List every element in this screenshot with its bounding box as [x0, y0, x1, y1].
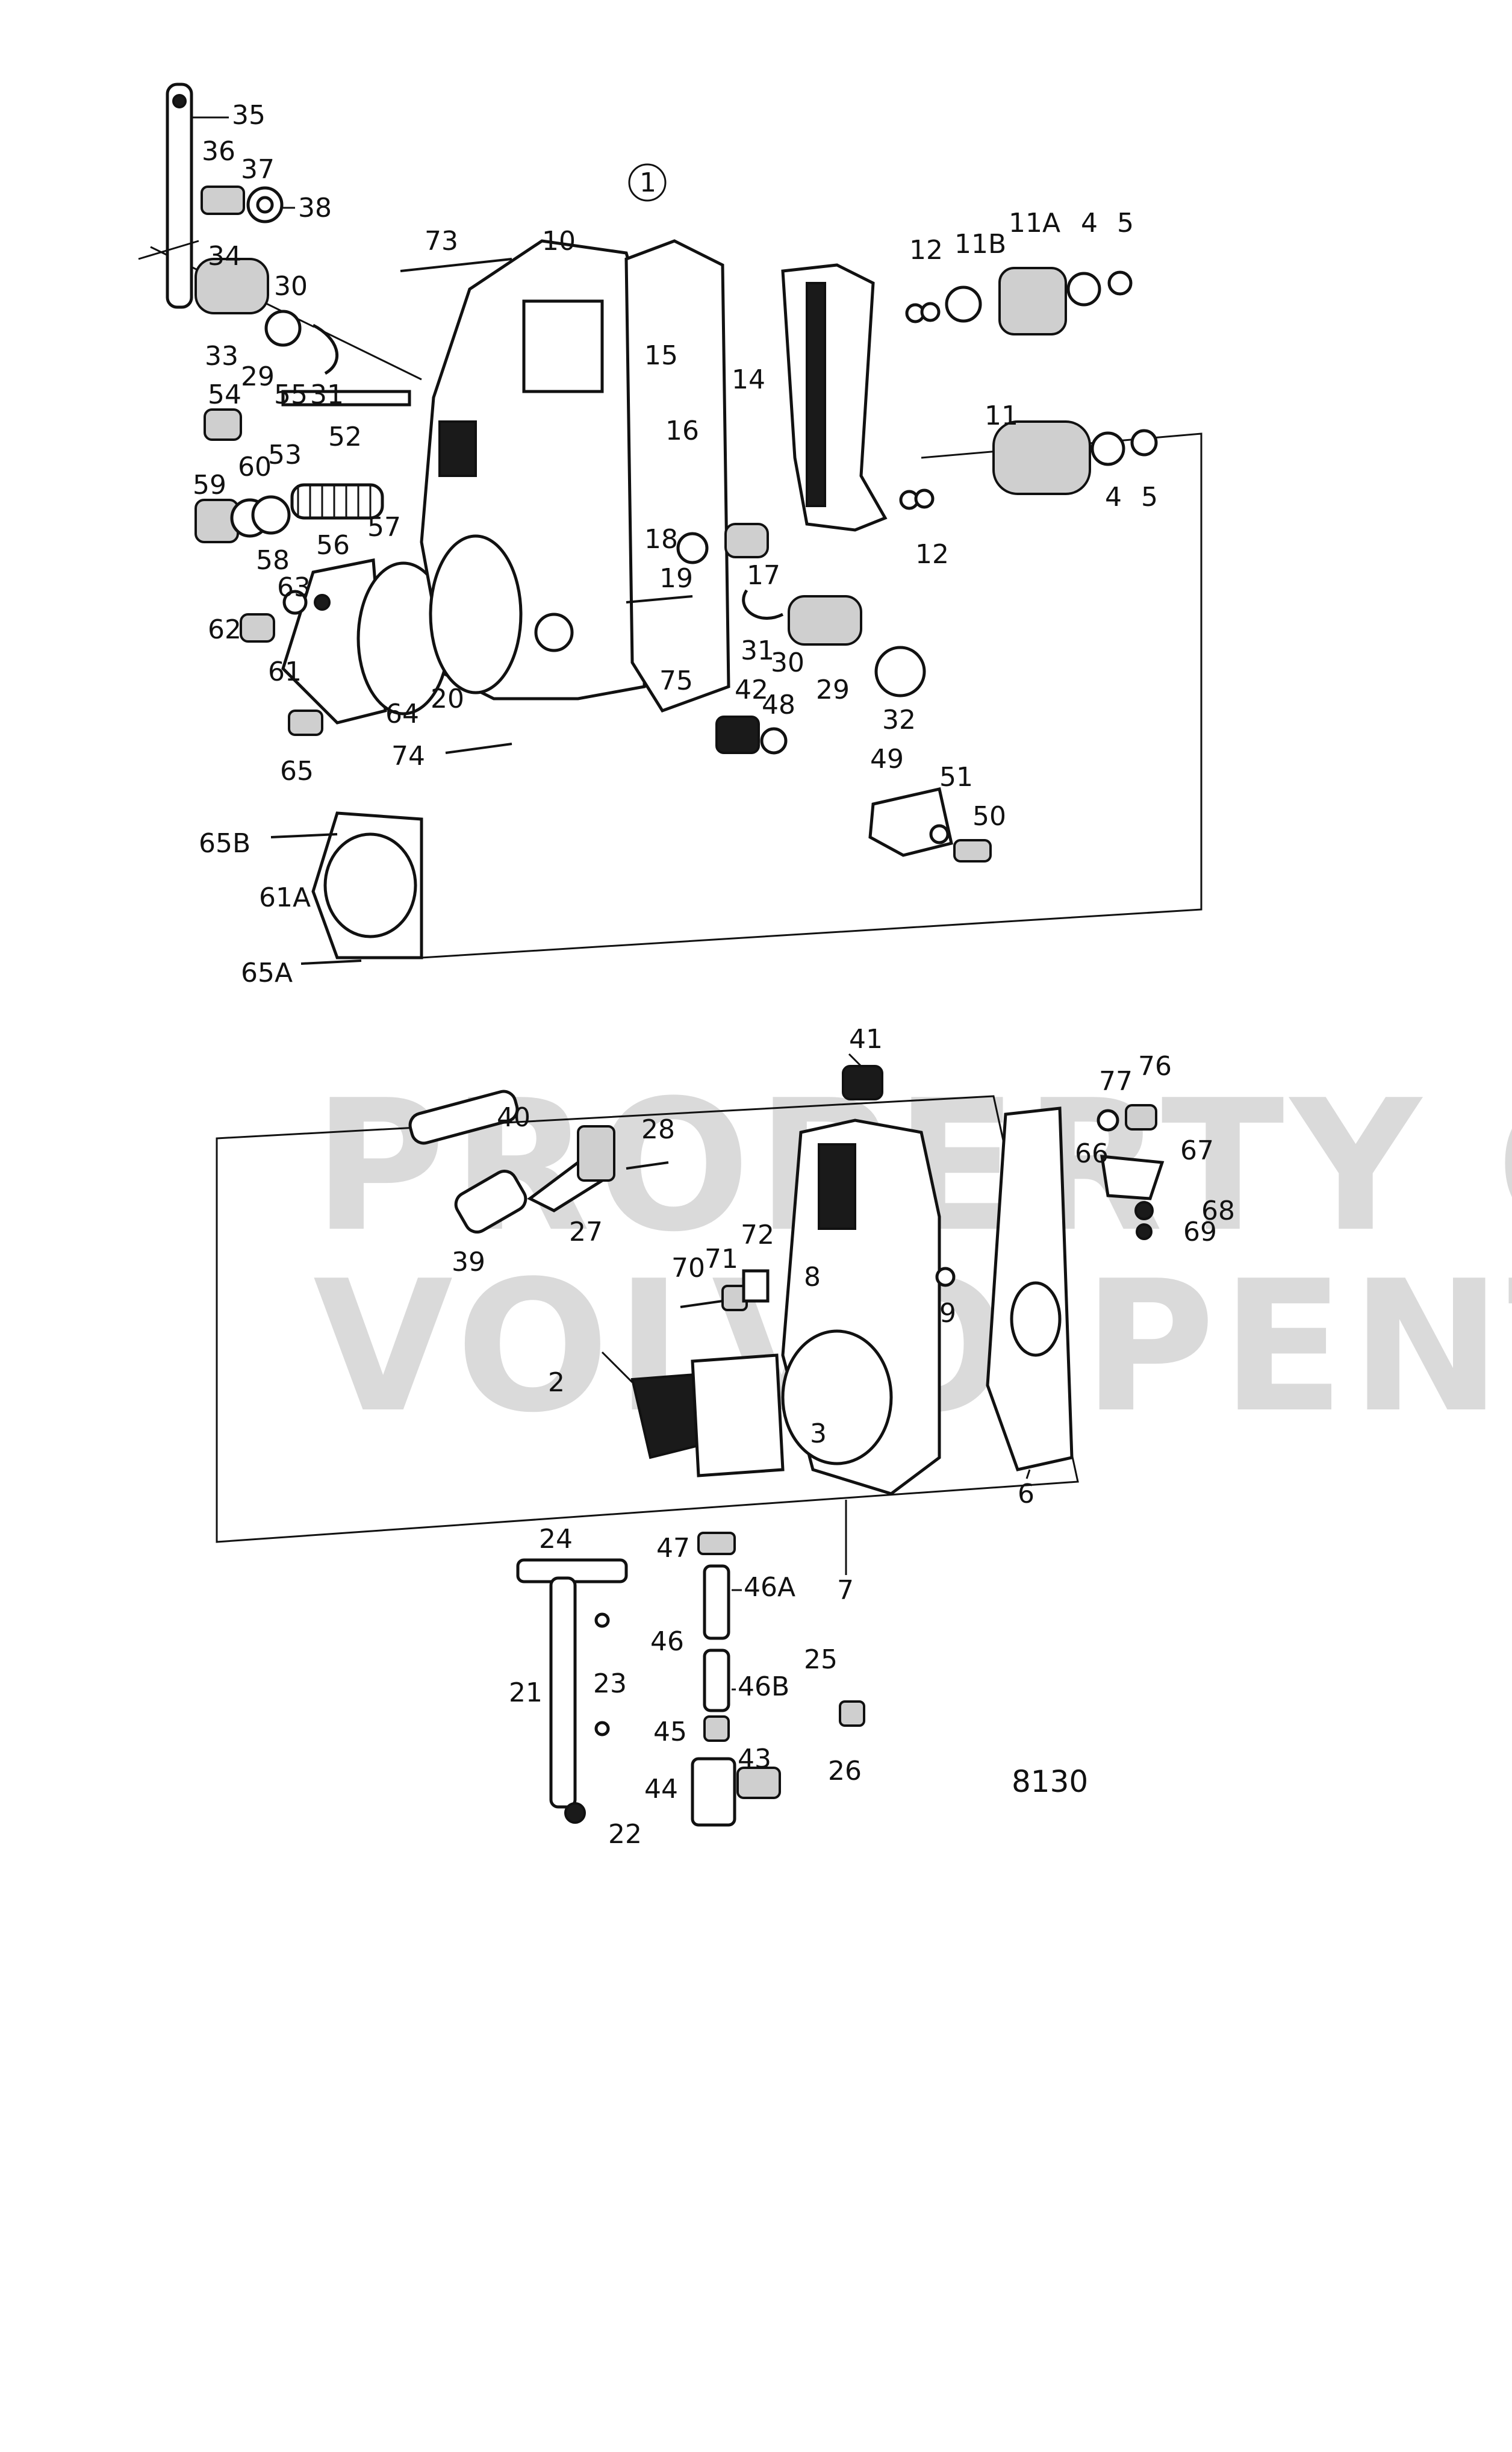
label-51: 51	[939, 762, 973, 793]
label-12-bottom: 12	[915, 539, 949, 570]
label-36: 36	[202, 136, 235, 167]
label-42: 42	[735, 675, 768, 705]
label-74: 74	[391, 741, 425, 772]
label-33: 33	[205, 341, 238, 372]
label-71: 71	[705, 1244, 738, 1274]
label-43: 43	[738, 1744, 771, 1774]
label-75: 75	[659, 666, 693, 696]
label-66: 66	[1075, 1138, 1109, 1169]
label-34: 34	[208, 241, 241, 272]
label-10: 10	[542, 226, 576, 257]
control-lever	[781, 263, 888, 532]
label-12-top: 12	[909, 235, 943, 266]
label-25: 25	[804, 1644, 838, 1675]
label-38: 38	[298, 193, 332, 223]
label-48: 48	[762, 690, 795, 720]
label-27: 27	[569, 1217, 603, 1247]
label-29-lower: 29	[816, 675, 850, 705]
label-5-top: 5	[1117, 208, 1134, 239]
label-55: 55	[274, 379, 308, 410]
label-37: 37	[241, 154, 275, 185]
label-18: 18	[644, 524, 678, 555]
label-4-bottom: 4	[1105, 482, 1122, 513]
label-65: 65	[280, 756, 314, 787]
label-39: 39	[452, 1247, 485, 1277]
label-45: 45	[653, 1717, 687, 1747]
label-23: 23	[593, 1668, 627, 1699]
label-21: 21	[509, 1677, 543, 1708]
label-26: 26	[828, 1756, 862, 1786]
label-77: 77	[1099, 1066, 1133, 1097]
label-6: 6	[1018, 1479, 1034, 1509]
label-65A: 65A	[241, 958, 293, 988]
label-31: 31	[310, 379, 344, 410]
label-59: 59	[193, 470, 226, 501]
label-67: 67	[1180, 1135, 1214, 1166]
label-3: 3	[810, 1418, 827, 1449]
label-61A: 61A	[259, 882, 311, 913]
label-76: 76	[1138, 1051, 1172, 1082]
label-28: 28	[641, 1114, 675, 1145]
label-17: 17	[747, 560, 780, 591]
label-40: 40	[497, 1102, 530, 1133]
label-5-bottom: 5	[1141, 482, 1158, 513]
upper-assembly	[138, 83, 1158, 965]
label-58: 58	[256, 545, 290, 576]
label-70: 70	[671, 1253, 705, 1284]
label-9: 9	[939, 1298, 956, 1329]
lower-frame	[216, 1095, 1079, 1543]
part-labels: 35 36 37 38 34 33 29 30 54 55 53 31 52 5…	[193, 100, 1235, 1850]
label-7: 7	[837, 1575, 854, 1606]
label-54: 54	[208, 379, 241, 410]
label-72: 72	[741, 1220, 774, 1250]
label-44: 44	[644, 1774, 678, 1805]
label-46: 46	[650, 1626, 684, 1657]
cover-plate	[281, 558, 387, 725]
label-47: 47	[656, 1533, 690, 1564]
assembly-marker: 1	[639, 167, 656, 198]
label-73: 73	[425, 226, 458, 257]
label-2: 2	[548, 1367, 565, 1398]
leader-lines	[191, 116, 1031, 1691]
label-61: 61	[268, 657, 302, 687]
label-24: 24	[539, 1524, 573, 1555]
label-57: 57	[367, 512, 401, 543]
label-62: 62	[208, 614, 241, 645]
label-30: 30	[274, 271, 308, 302]
label-60: 60	[238, 452, 272, 482]
drawing-number: 8130	[1012, 1764, 1088, 1799]
label-65B: 65B	[199, 828, 250, 859]
lower-assembly	[408, 1065, 1165, 1827]
label-11: 11	[985, 401, 1018, 431]
label-31-lower: 31	[741, 635, 774, 666]
label-49: 49	[870, 744, 904, 775]
label-4-top: 4	[1081, 208, 1098, 239]
label-32: 32	[882, 705, 916, 735]
label-46B: 46B	[738, 1671, 789, 1702]
label-53: 53	[268, 440, 302, 470]
label-52: 52	[328, 422, 362, 452]
label-63: 63	[277, 572, 311, 603]
label-29: 29	[241, 361, 275, 392]
label-11A: 11A	[1009, 208, 1060, 239]
label-41: 41	[849, 1024, 883, 1055]
lever-part	[166, 83, 193, 309]
label-46A: 46A	[744, 1572, 795, 1603]
label-16: 16	[665, 416, 699, 446]
label-15: 15	[644, 340, 678, 371]
label-14: 14	[732, 364, 765, 395]
label-69: 69	[1183, 1217, 1217, 1247]
label-19: 19	[659, 563, 693, 594]
label-35: 35	[232, 100, 266, 131]
label-20: 20	[431, 684, 464, 714]
label-22: 22	[608, 1819, 642, 1850]
label-64: 64	[385, 699, 419, 729]
label-11B: 11B	[954, 229, 1006, 260]
label-30-lower: 30	[771, 647, 804, 678]
label-50: 50	[972, 801, 1006, 832]
label-56: 56	[316, 530, 350, 561]
label-8: 8	[804, 1262, 821, 1293]
label-68: 68	[1201, 1196, 1235, 1226]
